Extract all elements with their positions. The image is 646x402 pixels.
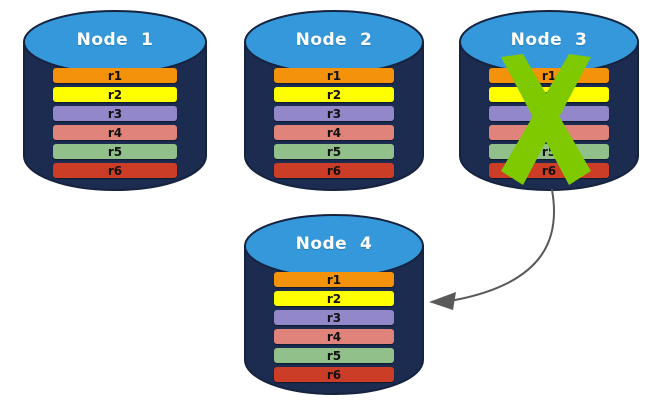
data-row-r1[interactable]: r1 bbox=[274, 272, 394, 287]
data-row-r6[interactable]: r6 bbox=[53, 163, 177, 178]
data-row-r2[interactable]: r2 bbox=[274, 291, 394, 306]
data-row-r4[interactable]: r4 bbox=[274, 125, 394, 140]
data-row-r3[interactable]: r3 bbox=[274, 310, 394, 325]
row-list-3: r1 r2 r3 r4 r5 r6 bbox=[489, 68, 609, 182]
data-row-r3[interactable]: r3 bbox=[489, 106, 609, 121]
data-row-r2[interactable]: r2 bbox=[53, 87, 177, 102]
data-row-r4[interactable]: r4 bbox=[274, 329, 394, 344]
data-row-r1[interactable]: r1 bbox=[53, 68, 177, 83]
data-row-r1[interactable]: r1 bbox=[274, 68, 394, 83]
row-list-2: r1 r2 r3 r4 r5 r6 bbox=[274, 68, 394, 182]
data-row-r2[interactable]: r2 bbox=[274, 87, 394, 102]
data-row-r5[interactable]: r5 bbox=[274, 144, 394, 159]
data-row-r5[interactable]: r5 bbox=[274, 348, 394, 363]
data-row-r3[interactable]: r3 bbox=[53, 106, 177, 121]
row-list-1: r1 r2 r3 r4 r5 r6 bbox=[53, 68, 177, 182]
data-row-r5[interactable]: r5 bbox=[53, 144, 177, 159]
data-row-r5[interactable]: r5 bbox=[489, 144, 609, 159]
data-row-r6[interactable]: r6 bbox=[274, 163, 394, 178]
data-row-r1[interactable]: r1 bbox=[489, 68, 609, 83]
row-list-4: r1 r2 r3 r4 r5 r6 bbox=[274, 272, 394, 386]
data-row-r6[interactable]: r6 bbox=[489, 163, 609, 178]
data-row-r6[interactable]: r6 bbox=[274, 367, 394, 382]
data-row-r4[interactable]: r4 bbox=[53, 125, 177, 140]
data-row-r4[interactable]: r4 bbox=[489, 125, 609, 140]
data-row-r2[interactable]: r2 bbox=[489, 87, 609, 102]
data-row-r3[interactable]: r3 bbox=[274, 106, 394, 121]
